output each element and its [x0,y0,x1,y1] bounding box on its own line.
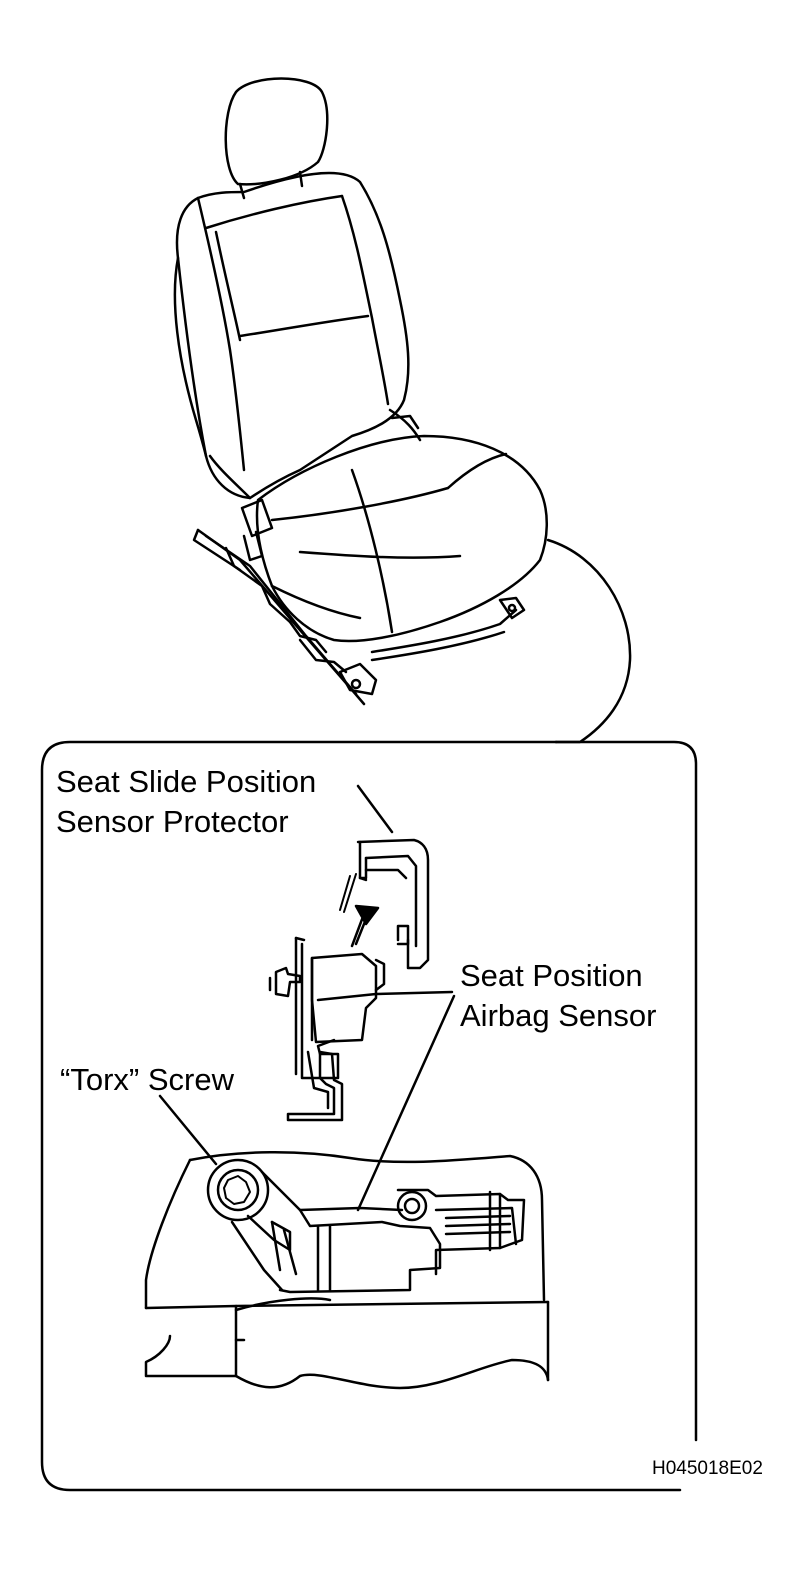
protector-label-line2: Sensor Protector [56,804,289,839]
seat-rail-left [198,530,364,704]
seat-illustration [175,79,547,705]
figure-code: H045018E02 [652,1458,763,1479]
install-arrow-icon [352,906,378,946]
sensor-label-line1: Seat Position [460,958,643,993]
assembled-section [146,1152,548,1388]
detail-box [42,742,680,1490]
torn-floor-edge [190,1152,544,1300]
seat-rail-right [372,610,516,652]
seat-back [177,173,408,498]
screw-leader [160,1096,216,1164]
protector-label-line1: Seat Slide Position [56,764,317,799]
sensor-protector [340,786,428,968]
torx-screw-icon [208,1160,268,1220]
airbag-sensor-exploded [270,938,452,1120]
sensor-label-line2: Airbag Sensor [460,998,657,1033]
screw-label: “Torx” Screw [60,1062,234,1097]
headrest [226,79,328,185]
detail-leader [548,540,630,742]
sensor-leader [358,996,454,1210]
seat-cushion [257,436,547,641]
seatbelt-buckle [242,500,272,536]
